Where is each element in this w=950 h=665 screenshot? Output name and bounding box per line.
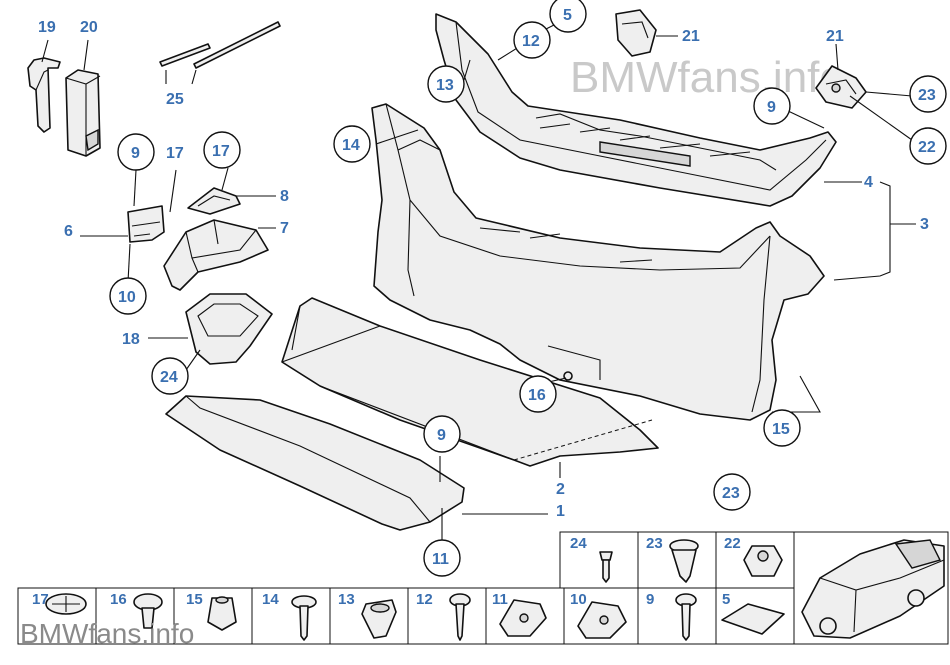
strip-label-16: 16 [110, 591, 127, 608]
fastener-23-expanding-rivet [669, 539, 699, 583]
parts-strip: 24 23 22 17 16 15 14 13 12 11 10 9 5 [17, 531, 949, 645]
callout-12: 12 [522, 33, 540, 50]
strip-label-23: 23 [646, 535, 663, 552]
strip-label-15: 15 [186, 591, 203, 608]
callout-6: 6 [64, 223, 73, 240]
part-3-lower-trim [371, 103, 825, 421]
vehicle-location-icon [801, 539, 945, 639]
callout-10: 10 [118, 289, 136, 306]
callout-labels: 19 20 25 9 17 17 8 6 7 10 18 24 14 13 12… [38, 7, 936, 568]
callout-23: 23 [918, 87, 936, 104]
strip-label-10: 10 [570, 591, 587, 608]
callout-7: 7 [280, 220, 289, 237]
callout-circles [109, 0, 947, 577]
part-19-clip [27, 57, 61, 133]
strip-label-5: 5 [722, 591, 730, 608]
strip-label-24: 24 [570, 535, 587, 552]
watermark-bottom: BMWfans.info [20, 618, 194, 649]
strip-label-13: 13 [338, 591, 355, 608]
callout-9: 9 [131, 145, 140, 162]
callout-20: 20 [80, 19, 98, 36]
strip-label-22: 22 [724, 535, 741, 552]
callout-19: 19 [38, 19, 56, 36]
strip-label-14: 14 [262, 591, 279, 608]
part-21-cap [615, 9, 657, 57]
callout-15: 15 [772, 421, 790, 438]
fastener-14-screw [291, 595, 317, 641]
callout-25: 25 [166, 91, 184, 108]
callout-16: 16 [528, 387, 546, 404]
callout-13: 13 [436, 77, 454, 94]
fastener-22-nut [743, 545, 783, 577]
fastener-9-screw [675, 593, 697, 641]
callout-22: 22 [918, 139, 936, 156]
callout-21: 21 [826, 28, 844, 45]
fastener-12-screw [449, 593, 471, 641]
callout-3: 3 [920, 216, 929, 233]
callout-9: 9 [437, 427, 446, 444]
fastener-13-grommet [361, 599, 397, 639]
callout-24: 24 [160, 369, 178, 386]
part-20-cover [65, 69, 101, 157]
fastener-15-nut [207, 596, 237, 631]
strip-label-17: 17 [32, 591, 49, 608]
fastener-10-clip-nut [577, 601, 627, 639]
callout-21: 21 [682, 28, 700, 45]
callout-23: 23 [722, 485, 740, 502]
callout-1: 1 [556, 503, 565, 520]
part-18-cup [185, 293, 273, 365]
part-8-bracket [187, 187, 241, 215]
callout-11: 11 [432, 551, 449, 568]
callout-2: 2 [556, 481, 565, 498]
callout-9: 9 [767, 99, 776, 116]
part-25-strips [159, 21, 281, 85]
callout-17: 17 [212, 143, 230, 160]
fastener-17-clip [45, 593, 87, 615]
callout-18: 18 [122, 331, 140, 348]
leader-lines [41, 23, 916, 540]
part-5-pad [721, 603, 785, 635]
part-7-bracket [163, 219, 269, 291]
fastener-24-push-pin [599, 551, 613, 583]
watermark-top: BMWfans.info [570, 53, 844, 102]
fastener-16-button [133, 593, 163, 629]
callout-17: 17 [166, 145, 184, 162]
callout-5: 5 [563, 7, 572, 24]
part-1-floor-cover [165, 395, 465, 531]
callout-4: 4 [864, 174, 873, 191]
part-6-bracket [127, 205, 165, 243]
part-2-shelf [281, 297, 659, 467]
fastener-11-clip-nut [499, 599, 547, 637]
strip-label-11: 11 [492, 591, 508, 608]
strip-label-9: 9 [646, 591, 654, 608]
callout-14: 14 [342, 137, 360, 154]
part-4-upper-trim [435, 13, 837, 207]
callout-8: 8 [280, 188, 289, 205]
strip-label-12: 12 [416, 591, 433, 608]
